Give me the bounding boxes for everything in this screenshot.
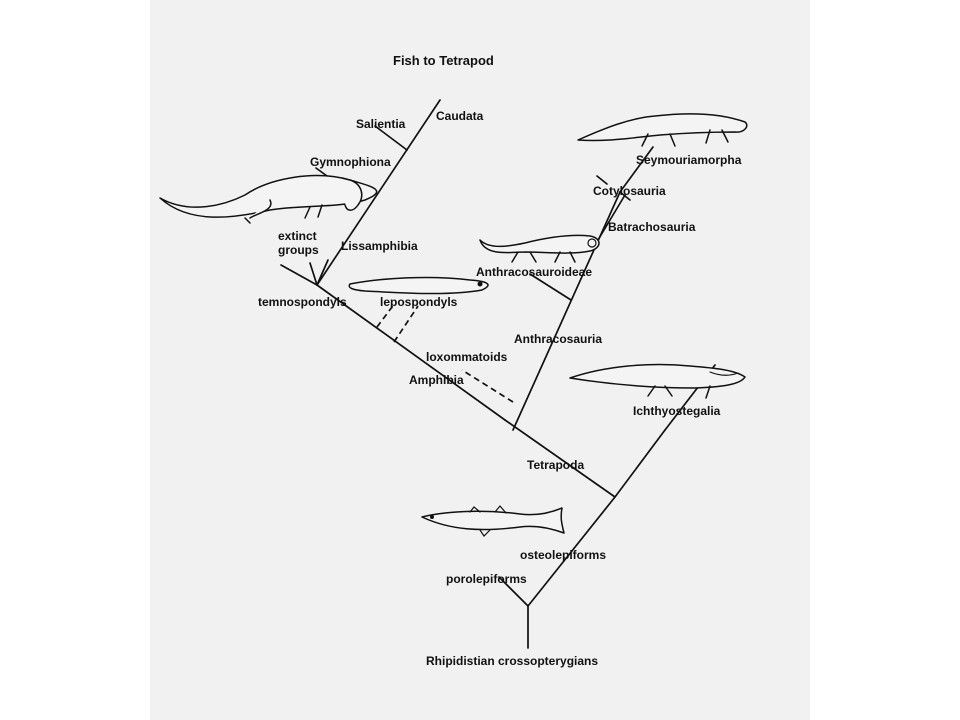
label-batrachosauria: Batrachosauria [608, 220, 696, 234]
branch-seymouriamorpha [619, 146, 654, 193]
anthracosaur-drawing-icon [479, 234, 600, 263]
temnospondyl-drawing-icon [159, 174, 378, 224]
branch-lines [315, 99, 716, 649]
label-extinct-groups: extinct groups [278, 229, 319, 257]
label-lepospondyls: lepospondyls [380, 295, 458, 309]
label-seymouriamorpha: Seymouriamorpha [636, 153, 742, 167]
extinct-groups-fan [280, 259, 329, 286]
cladogram-tree [159, 99, 748, 649]
label-rhipidistian-crossopterygians: Rhipidistian crossopterygians [426, 654, 599, 668]
branch-temnospondyls [316, 284, 506, 421]
label-temnospondyls: temnospondyls [258, 295, 347, 309]
label-gymnophiona: Gymnophiona [310, 155, 391, 169]
label-anthracosauria: Anthracosauria [514, 332, 603, 346]
diagram-title: Fish to Tetrapod [393, 53, 494, 68]
osteolepiform-fish-drawing-icon [421, 505, 565, 537]
trunk-to-tetrapoda [527, 496, 616, 607]
dashed-branches [376, 302, 514, 403]
seymouriamorph-drawing-icon [577, 113, 748, 147]
label-loxommatoids: loxommatoids [426, 350, 508, 364]
ichthyostega-drawing-icon [569, 363, 746, 399]
label-osteolepiforms: osteolepiforms [520, 548, 607, 562]
branch-loxommatoids [461, 369, 514, 403]
label-salientia: Salientia [356, 117, 406, 131]
label-amphibia: Amphibia [409, 373, 464, 387]
label-porolepiforms: porolepiforms [446, 572, 527, 586]
branch-lepospondyls-a [376, 302, 396, 328]
branch-cotylosauria-tip [619, 191, 631, 201]
branch-anthracosauroideae [529, 273, 572, 301]
branch-anthracosauria [512, 191, 621, 431]
label-caudata: Caudata [436, 109, 484, 123]
label-tetrapoda: Tetrapoda [527, 458, 585, 472]
cotylosauria-tick [596, 175, 608, 185]
diagram-slide: Fish to Tetrapod Caudata Salientia Gymno… [150, 0, 810, 720]
lepospondyl-drawing-icon [348, 276, 489, 295]
label-anthracosauroideae: Anthracosauroideae [476, 265, 593, 279]
branch-salientia [374, 125, 408, 151]
branch-batrachosauria [594, 194, 626, 246]
branch-amphibia-stem [504, 419, 616, 498]
label-ichthyostegalia: Ichthyostegalia [633, 404, 721, 418]
label-cotylosauria: Cotylosauria [593, 184, 666, 198]
trunk-upper [614, 429, 666, 498]
label-lissamphibia: Lissamphibia [341, 239, 418, 253]
branch-lepospondyls-b [393, 305, 419, 343]
branch-caudata [316, 99, 441, 286]
branch-porolepiforms [498, 576, 529, 607]
